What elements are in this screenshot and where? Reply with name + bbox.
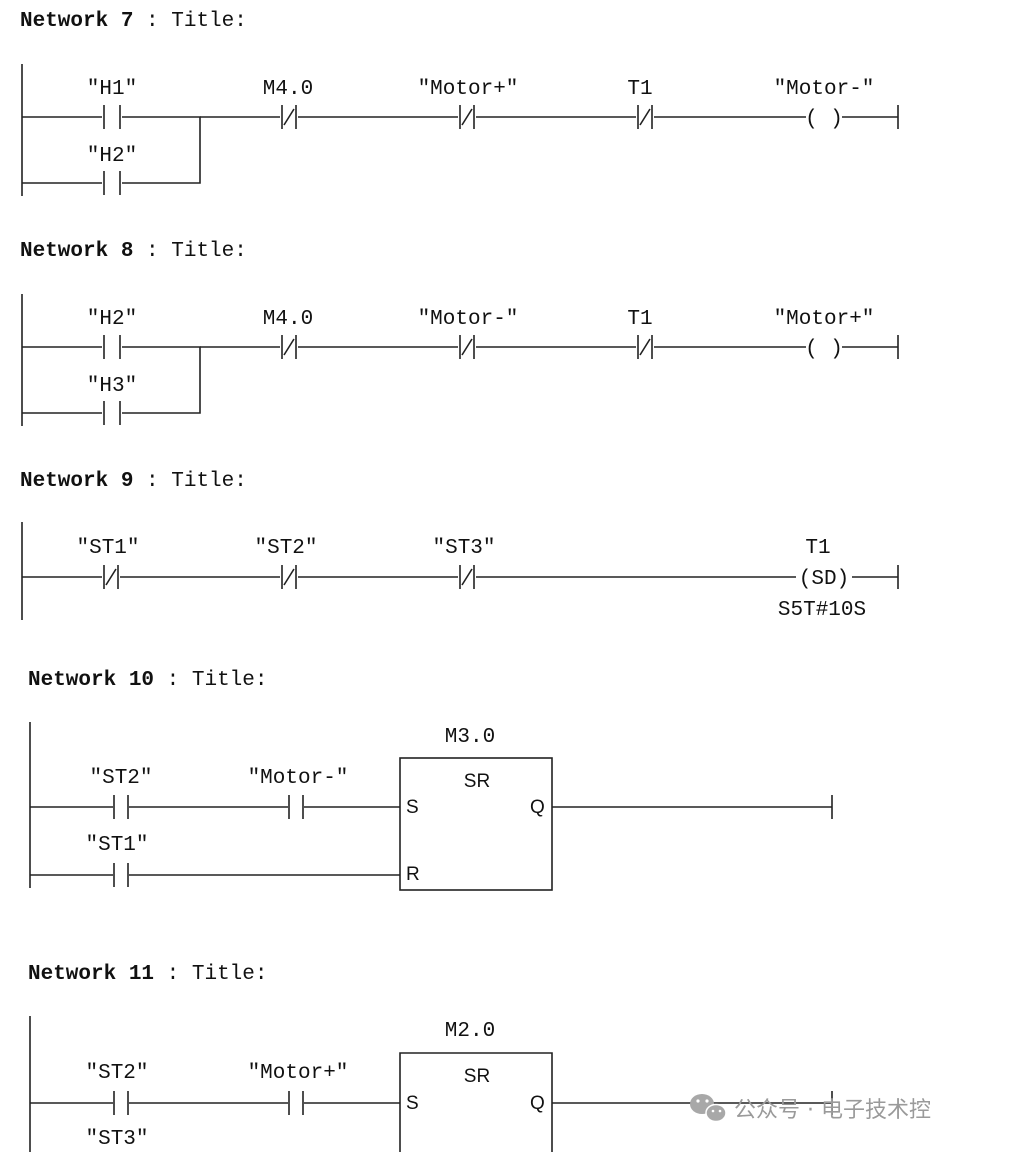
network-header: Network 7 : Title: <box>20 10 247 33</box>
contact-label: "Motor-" <box>418 308 519 331</box>
contact-nc-st2 <box>281 565 297 589</box>
contact-no-h3 <box>103 401 121 425</box>
pin-r: R <box>406 864 420 885</box>
contact-nc-m40 <box>281 105 297 129</box>
network-header: Network 8 : Title: <box>20 240 247 263</box>
contact-nc-m40 <box>281 335 297 359</box>
box-operand: M2.0 <box>445 1020 495 1043</box>
contact-label: "H2" <box>87 308 137 331</box>
network-header: Network 9 : Title: <box>20 470 247 493</box>
contact-nc-t1 <box>637 335 653 359</box>
contact-nc-st3 <box>459 565 475 589</box>
contact-no-h1 <box>103 105 121 129</box>
contact-no-st1 <box>113 863 129 887</box>
box-type: SR <box>464 1066 490 1087</box>
wechat-icon <box>690 1094 727 1123</box>
network-header: Network 10 : Title: <box>28 669 267 692</box>
coil-label: "Motor+" <box>774 308 875 331</box>
contact-label: "H2" <box>87 145 137 168</box>
pin-s: S <box>406 797 419 818</box>
contact-label: "ST2" <box>254 537 317 560</box>
network-10: Network 10 : Title: "ST2" "Motor-" "ST1"… <box>28 669 833 891</box>
network-7: Network 7 : Title: "H1" "H2" M4.0 "Motor… <box>20 10 899 196</box>
contact-label: M4.0 <box>263 78 313 101</box>
box-operand: M3.0 <box>445 726 495 749</box>
network-11: Network 11 : Title: "ST2" "Motor+" "ST3"… <box>28 963 833 1152</box>
watermark: 公众号 · 电子技术控 <box>690 1094 931 1123</box>
network-header: Network 11 : Title: <box>28 963 267 986</box>
contact-no-motor <box>288 1091 304 1115</box>
contact-label: M4.0 <box>263 308 313 331</box>
contact-label: "ST3" <box>432 537 495 560</box>
pin-q: Q <box>530 797 545 818</box>
coil-symbol: ( ) <box>805 108 843 131</box>
contact-label: "ST1" <box>85 834 148 857</box>
contact-label: T1 <box>627 78 652 101</box>
contact-label: "ST2" <box>85 1062 148 1085</box>
pin-q: Q <box>530 1093 545 1114</box>
contact-nc-st1 <box>103 565 119 589</box>
contact-label: "ST1" <box>76 537 139 560</box>
coil-label: "Motor-" <box>774 78 875 101</box>
contact-nc-motor <box>459 105 475 129</box>
branch-wires <box>22 116 201 184</box>
timer-preset: S5T#10S <box>778 599 866 622</box>
contact-label: "H1" <box>87 78 137 101</box>
network-9: Network 9 : Title: "ST1" "ST2" "ST3" T1 … <box>20 470 899 622</box>
contact-label: "Motor+" <box>418 78 519 101</box>
coil-label: T1 <box>805 537 830 560</box>
sr-box <box>399 757 553 891</box>
box-type: SR <box>464 771 490 792</box>
contact-no-h2 <box>103 335 121 359</box>
coil-symbol: ( ) <box>805 338 843 361</box>
coil-symbol: (SD) <box>799 568 849 591</box>
watermark-text: 公众号 · 电子技术控 <box>734 1098 931 1123</box>
contact-no-st2 <box>113 795 129 819</box>
contact-label: "ST3" <box>85 1128 148 1151</box>
network-8: Network 8 : Title: "H2" "H3" M4.0 "Motor… <box>20 240 899 426</box>
branch-wires <box>22 346 201 414</box>
contact-label: "H3" <box>87 375 137 398</box>
pin-s: S <box>406 1093 419 1114</box>
contact-no-h2 <box>103 171 121 195</box>
contact-label: "Motor-" <box>248 767 349 790</box>
contact-label: T1 <box>627 308 652 331</box>
output-wire <box>552 795 833 819</box>
contact-no-motor <box>288 795 304 819</box>
contact-label: "ST2" <box>89 767 152 790</box>
contact-no-st2 <box>113 1091 129 1115</box>
contact-nc-t1 <box>637 105 653 129</box>
contact-label: "Motor+" <box>248 1062 349 1085</box>
contact-nc-motor <box>459 335 475 359</box>
